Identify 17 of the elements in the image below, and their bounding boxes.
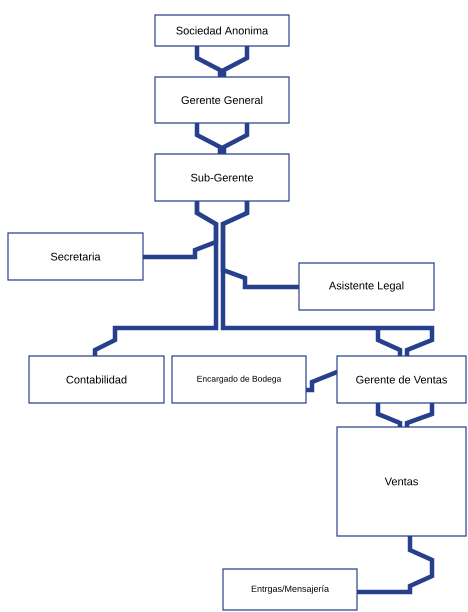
org-box: Sociedad Anonima — [154, 14, 290, 47]
connector — [306, 370, 338, 392]
org-box: Contabilidad — [28, 355, 165, 404]
connector — [220, 198, 434, 358]
org-box: Ventas — [336, 426, 467, 537]
org-box: Asistente Legal — [298, 262, 435, 311]
org-box: Encargado de Bodega — [171, 355, 307, 404]
org-box: Entrgas/Mensajería — [222, 568, 358, 611]
org-box: Sub-Gerente — [154, 153, 290, 202]
connector — [357, 536, 434, 594]
org-box: Gerente de Ventas — [336, 355, 467, 404]
connector — [376, 400, 434, 430]
org-box: Gerente General — [154, 76, 290, 124]
connector — [92, 201, 218, 356]
connector — [194, 120, 250, 156]
org-box: Secretaria — [7, 232, 144, 281]
connector — [194, 44, 250, 80]
